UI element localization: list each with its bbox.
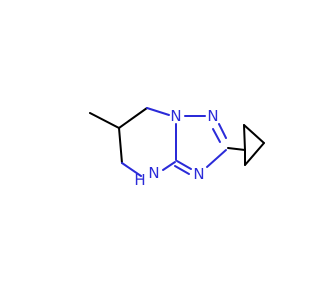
bond-n4-c3a (162, 161, 176, 171)
bond-c5-n4 (121, 162, 142, 177)
bond-n3-c3a-double (174, 165, 190, 175)
bond-c7-n1 (146, 107, 170, 116)
atom-n2-label: N (207, 107, 218, 125)
bond-cyclobutyl-b (243, 124, 265, 144)
bond-n2-c2-double (212, 128, 221, 143)
atom-nh-label: N (148, 164, 159, 182)
bond-n3-c3a (176, 160, 192, 170)
bond-c2-n3 (206, 149, 227, 168)
bond-c2-cyclobutyl (227, 147, 246, 151)
atom-n1-label: N (170, 107, 181, 125)
bond-c7-c6 (118, 107, 148, 129)
molecule-structure: N N N N H (89, 107, 265, 189)
bond-cyclobutyl-c (244, 142, 265, 166)
bond-c6-c5 (118, 127, 123, 164)
atom-n3-label: N (193, 165, 204, 183)
bond-c6-methyl (89, 112, 120, 129)
bond-n2-c2 (218, 123, 227, 139)
bond-cyclobutyl-a (243, 124, 246, 151)
molecule-diagram: N N N N H (89, 107, 265, 189)
atom-h-label: H (134, 171, 145, 189)
